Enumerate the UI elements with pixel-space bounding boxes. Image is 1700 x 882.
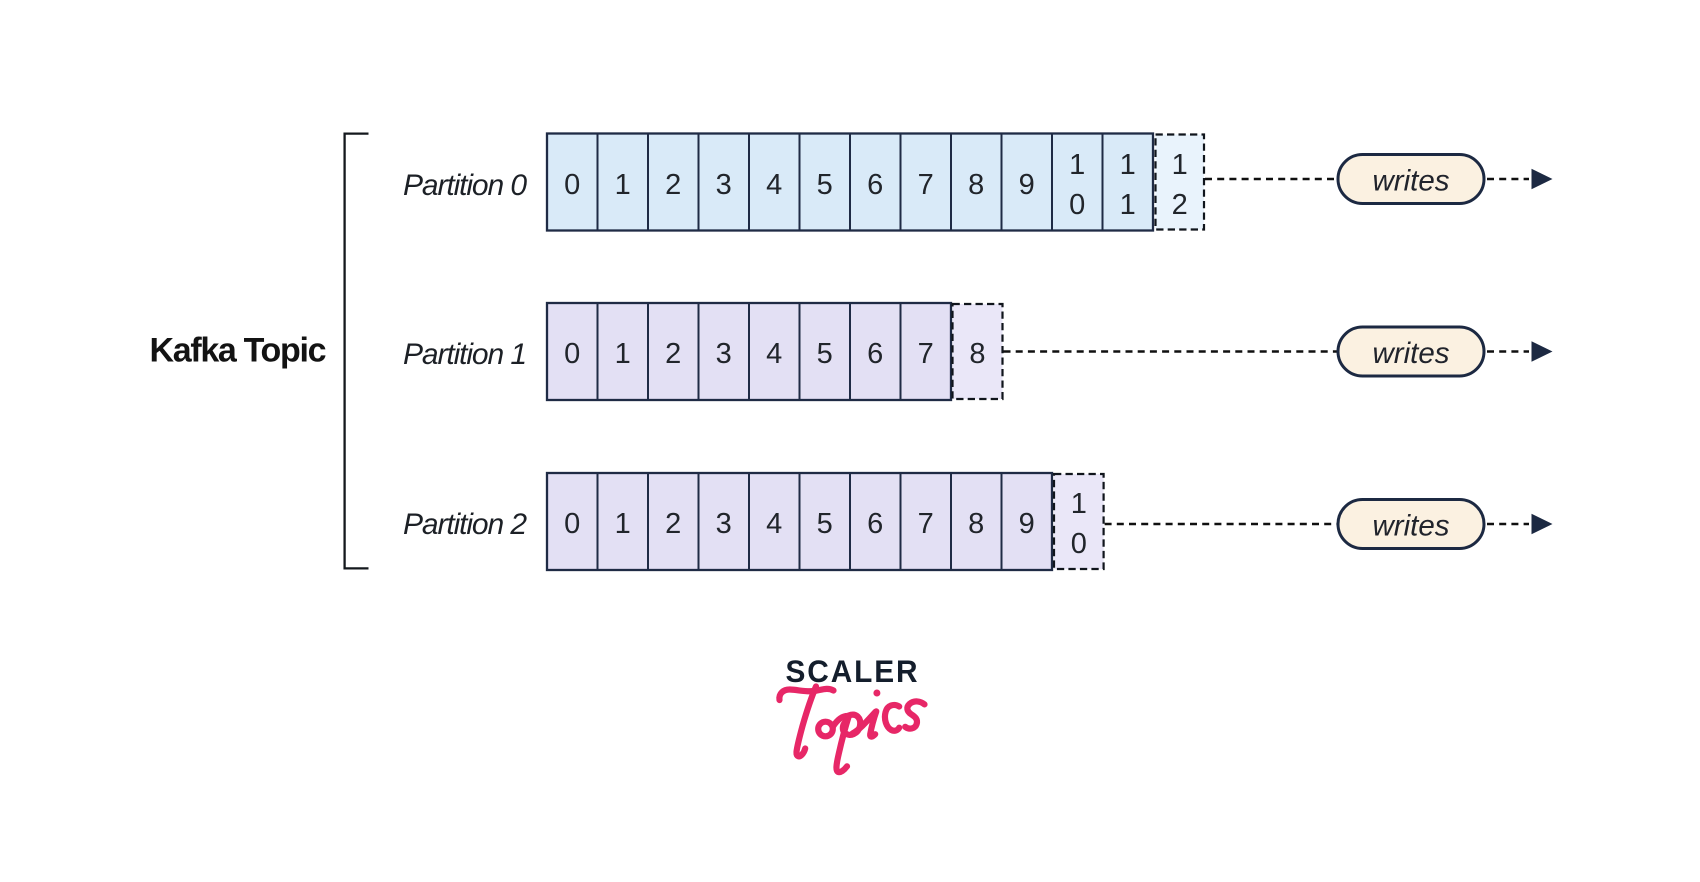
svg-text:7: 7 (918, 338, 934, 370)
svg-text:1: 1 (1071, 488, 1087, 520)
svg-text:3: 3 (716, 169, 732, 201)
svg-text:1: 1 (615, 169, 631, 201)
svg-text:0: 0 (564, 169, 580, 201)
svg-text:0: 0 (564, 508, 580, 540)
svg-text:writes: writes (1372, 165, 1449, 198)
svg-text:2: 2 (665, 508, 681, 540)
svg-text:writes: writes (1372, 510, 1449, 543)
svg-text:7: 7 (918, 169, 934, 201)
svg-text:9: 9 (1019, 508, 1035, 540)
svg-text:8: 8 (968, 169, 984, 201)
svg-text:3: 3 (716, 338, 732, 370)
svg-text:SCALER: SCALER (786, 653, 920, 689)
svg-text:5: 5 (817, 338, 833, 370)
svg-text:8: 8 (969, 338, 985, 370)
svg-text:5: 5 (817, 508, 833, 540)
svg-text:2: 2 (665, 169, 681, 201)
svg-text:5: 5 (817, 169, 833, 201)
svg-text:1: 1 (1069, 149, 1085, 181)
svg-text:2: 2 (665, 338, 681, 370)
svg-text:1: 1 (1120, 189, 1136, 221)
svg-text:9: 9 (1019, 169, 1035, 201)
svg-text:Partition 2: Partition 2 (403, 508, 527, 541)
svg-text:4: 4 (766, 169, 782, 201)
svg-text:4: 4 (766, 508, 782, 540)
svg-text:0: 0 (564, 338, 580, 370)
svg-text:0: 0 (1069, 189, 1085, 221)
svg-text:1: 1 (1172, 149, 1188, 181)
svg-text:8: 8 (968, 508, 984, 540)
svg-text:6: 6 (867, 508, 883, 540)
svg-text:Partition 1: Partition 1 (403, 338, 527, 371)
svg-text:7: 7 (918, 508, 934, 540)
svg-text:Partition 0: Partition 0 (403, 169, 527, 202)
svg-text:1: 1 (615, 508, 631, 540)
svg-text:2: 2 (1172, 189, 1188, 221)
svg-text:6: 6 (867, 169, 883, 201)
svg-text:6: 6 (867, 338, 883, 370)
svg-text:writes: writes (1372, 337, 1449, 370)
svg-text:Kafka Topic: Kafka Topic (150, 332, 327, 370)
svg-text:0: 0 (1071, 528, 1087, 560)
svg-text:1: 1 (1120, 149, 1136, 181)
svg-text:3: 3 (716, 508, 732, 540)
svg-text:1: 1 (615, 338, 631, 370)
svg-text:4: 4 (766, 338, 782, 370)
